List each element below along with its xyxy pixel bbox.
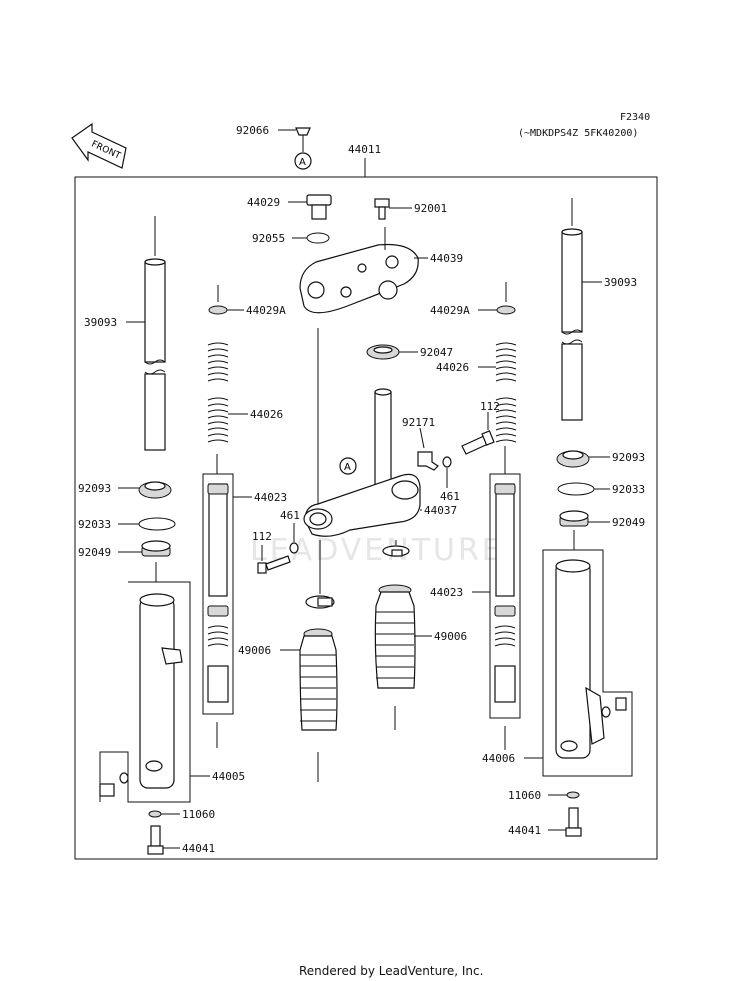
part-44039-top-clamp: 44039 [299, 227, 463, 314]
svg-text:49006: 49006 [434, 630, 467, 643]
ref-marker-a-2: A [344, 462, 351, 473]
label-44011: 44011 [348, 143, 381, 156]
part-92033-right: 92033 [557, 482, 645, 496]
part-92049-right: 92049 [559, 510, 645, 550]
ref-marker-a: A [299, 157, 306, 168]
part-92093-left: 92093 [78, 481, 172, 499]
part-39093-left: 39093 [84, 216, 166, 451]
svg-text:44026: 44026 [436, 361, 469, 374]
part-112-right: 112 [461, 400, 500, 455]
part-461-right: 461 [440, 456, 460, 503]
svg-text:92033: 92033 [78, 518, 111, 531]
part-461-left: 461 [280, 509, 300, 554]
svg-text:44029A: 44029A [246, 304, 286, 317]
part-92047: 92047 [366, 344, 453, 360]
svg-text:11060: 11060 [508, 789, 541, 802]
svg-text:92093: 92093 [78, 482, 111, 495]
svg-text:44039: 44039 [430, 252, 463, 265]
part-112-left: 112 [252, 530, 291, 574]
part-44005-outer-tube-left: 44005 [99, 581, 245, 803]
svg-text:44005: 44005 [212, 770, 245, 783]
part-44029A-left: 44029A [208, 285, 286, 317]
svg-text:44023: 44023 [430, 586, 463, 599]
svg-text:92047: 92047 [420, 346, 453, 359]
part-44041-left: 44041 [147, 825, 215, 855]
svg-text:44037: 44037 [424, 504, 457, 517]
svg-text:44029: 44029 [247, 196, 280, 209]
part-92055: 92055 [252, 232, 330, 245]
part-92033-left: 92033 [78, 517, 176, 531]
svg-text:92171: 92171 [402, 416, 435, 429]
part-92049-left: 92049 [78, 540, 171, 582]
part-44029A-right: 44029A [430, 282, 516, 317]
cable-clamp-lower [305, 540, 335, 609]
svg-text:44026: 44026 [250, 408, 283, 421]
part-44026-right: 44026 [436, 342, 517, 443]
svg-text:112: 112 [480, 400, 500, 413]
part-11060-left: 11060 [148, 808, 215, 821]
svg-text:44041: 44041 [508, 824, 541, 837]
svg-text:92093: 92093 [612, 451, 645, 464]
part-92066: 92066 A [236, 124, 312, 170]
part-44023-right: 44023 [430, 446, 521, 750]
figure-code: F2340 [620, 112, 650, 123]
part-39093-right: 39093 [561, 198, 637, 421]
svg-text:92049: 92049 [78, 546, 111, 559]
part-44026-left: 44026 [207, 342, 283, 443]
svg-text:44006: 44006 [482, 752, 515, 765]
part-44041-right: 44041 [508, 807, 582, 837]
svg-text:49006: 49006 [238, 644, 271, 657]
cable-clamp-upper [382, 540, 410, 557]
part-92001: 92001 [374, 198, 447, 220]
svg-text:39093: 39093 [604, 276, 637, 289]
part-44006-outer-tube-right: 44006 [482, 549, 633, 777]
svg-text:92049: 92049 [612, 516, 645, 529]
part-44029: 44029 [247, 194, 332, 220]
part-44023-left: 44023 [202, 454, 287, 748]
part-49006-right: 49006 [374, 584, 467, 730]
svg-text:39093: 39093 [84, 316, 117, 329]
part-44037-steering-stem: 44037 A [303, 328, 457, 537]
model-note: (~MDKDPS4Z 5FK40200) [518, 128, 638, 139]
svg-text:92055: 92055 [252, 232, 285, 245]
svg-text:44041: 44041 [182, 842, 215, 855]
svg-text:112: 112 [252, 530, 272, 543]
svg-text:461: 461 [280, 509, 300, 522]
svg-text:92001: 92001 [414, 202, 447, 215]
part-11060-right: 11060 [508, 789, 580, 802]
front-arrow-icon: FRONT [71, 122, 127, 169]
svg-text:92033: 92033 [612, 483, 645, 496]
svg-text:11060: 11060 [182, 808, 215, 821]
part-92093-right: 92093 [556, 450, 645, 468]
svg-text:461: 461 [440, 490, 460, 503]
part-49006-left: 49006 [238, 628, 338, 782]
svg-text:44023: 44023 [254, 491, 287, 504]
part-92171: 92171 [402, 416, 439, 471]
svg-text:44029A: 44029A [430, 304, 470, 317]
footer-credit: Rendered by LeadVenture, Inc. [299, 964, 483, 978]
svg-text:92066: 92066 [236, 124, 269, 137]
assembly-frame [74, 176, 658, 860]
